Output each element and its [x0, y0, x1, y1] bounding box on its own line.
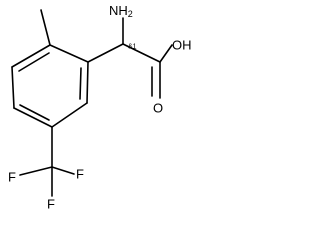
fluorine-left-label: F — [8, 170, 16, 185]
amine-label: NH2 — [109, 3, 133, 20]
bond-c-f-left — [19, 166, 53, 176]
bond-ring-c6-c1 — [11, 44, 51, 68]
bond-methyl — [40, 9, 51, 46]
bond-carboxyl-to-oh — [159, 44, 173, 63]
bond-ring-double-inner-2 — [19, 104, 50, 121]
bond-ring-c3-c4 — [51, 102, 88, 128]
hydroxyl-label: OH — [172, 38, 192, 53]
carbonyl-oxygen-label: O — [153, 101, 163, 116]
bond-ring-to-alpha-carbon — [87, 43, 124, 63]
bond-ring-double-inner-3 — [18, 52, 50, 72]
bond-ring-c1-c2 — [49, 44, 89, 63]
bond-c-f-top — [51, 166, 75, 175]
bond-ring-c5-c6 — [11, 66, 15, 109]
bond-ring-double-inner-1 — [79, 67, 82, 100]
fluorine-bottom-label: F — [47, 197, 55, 212]
chemical-structure: NH2 OH O F F F &1 — [8, 3, 192, 212]
bond-ring-c4-c5 — [13, 107, 53, 128]
stereo-marker: &1 — [128, 44, 137, 51]
bond-ring-c2-c3 — [86, 61, 89, 104]
fluorine-top-label: F — [76, 167, 84, 182]
bond-alpha-to-carboxyl — [122, 43, 161, 63]
